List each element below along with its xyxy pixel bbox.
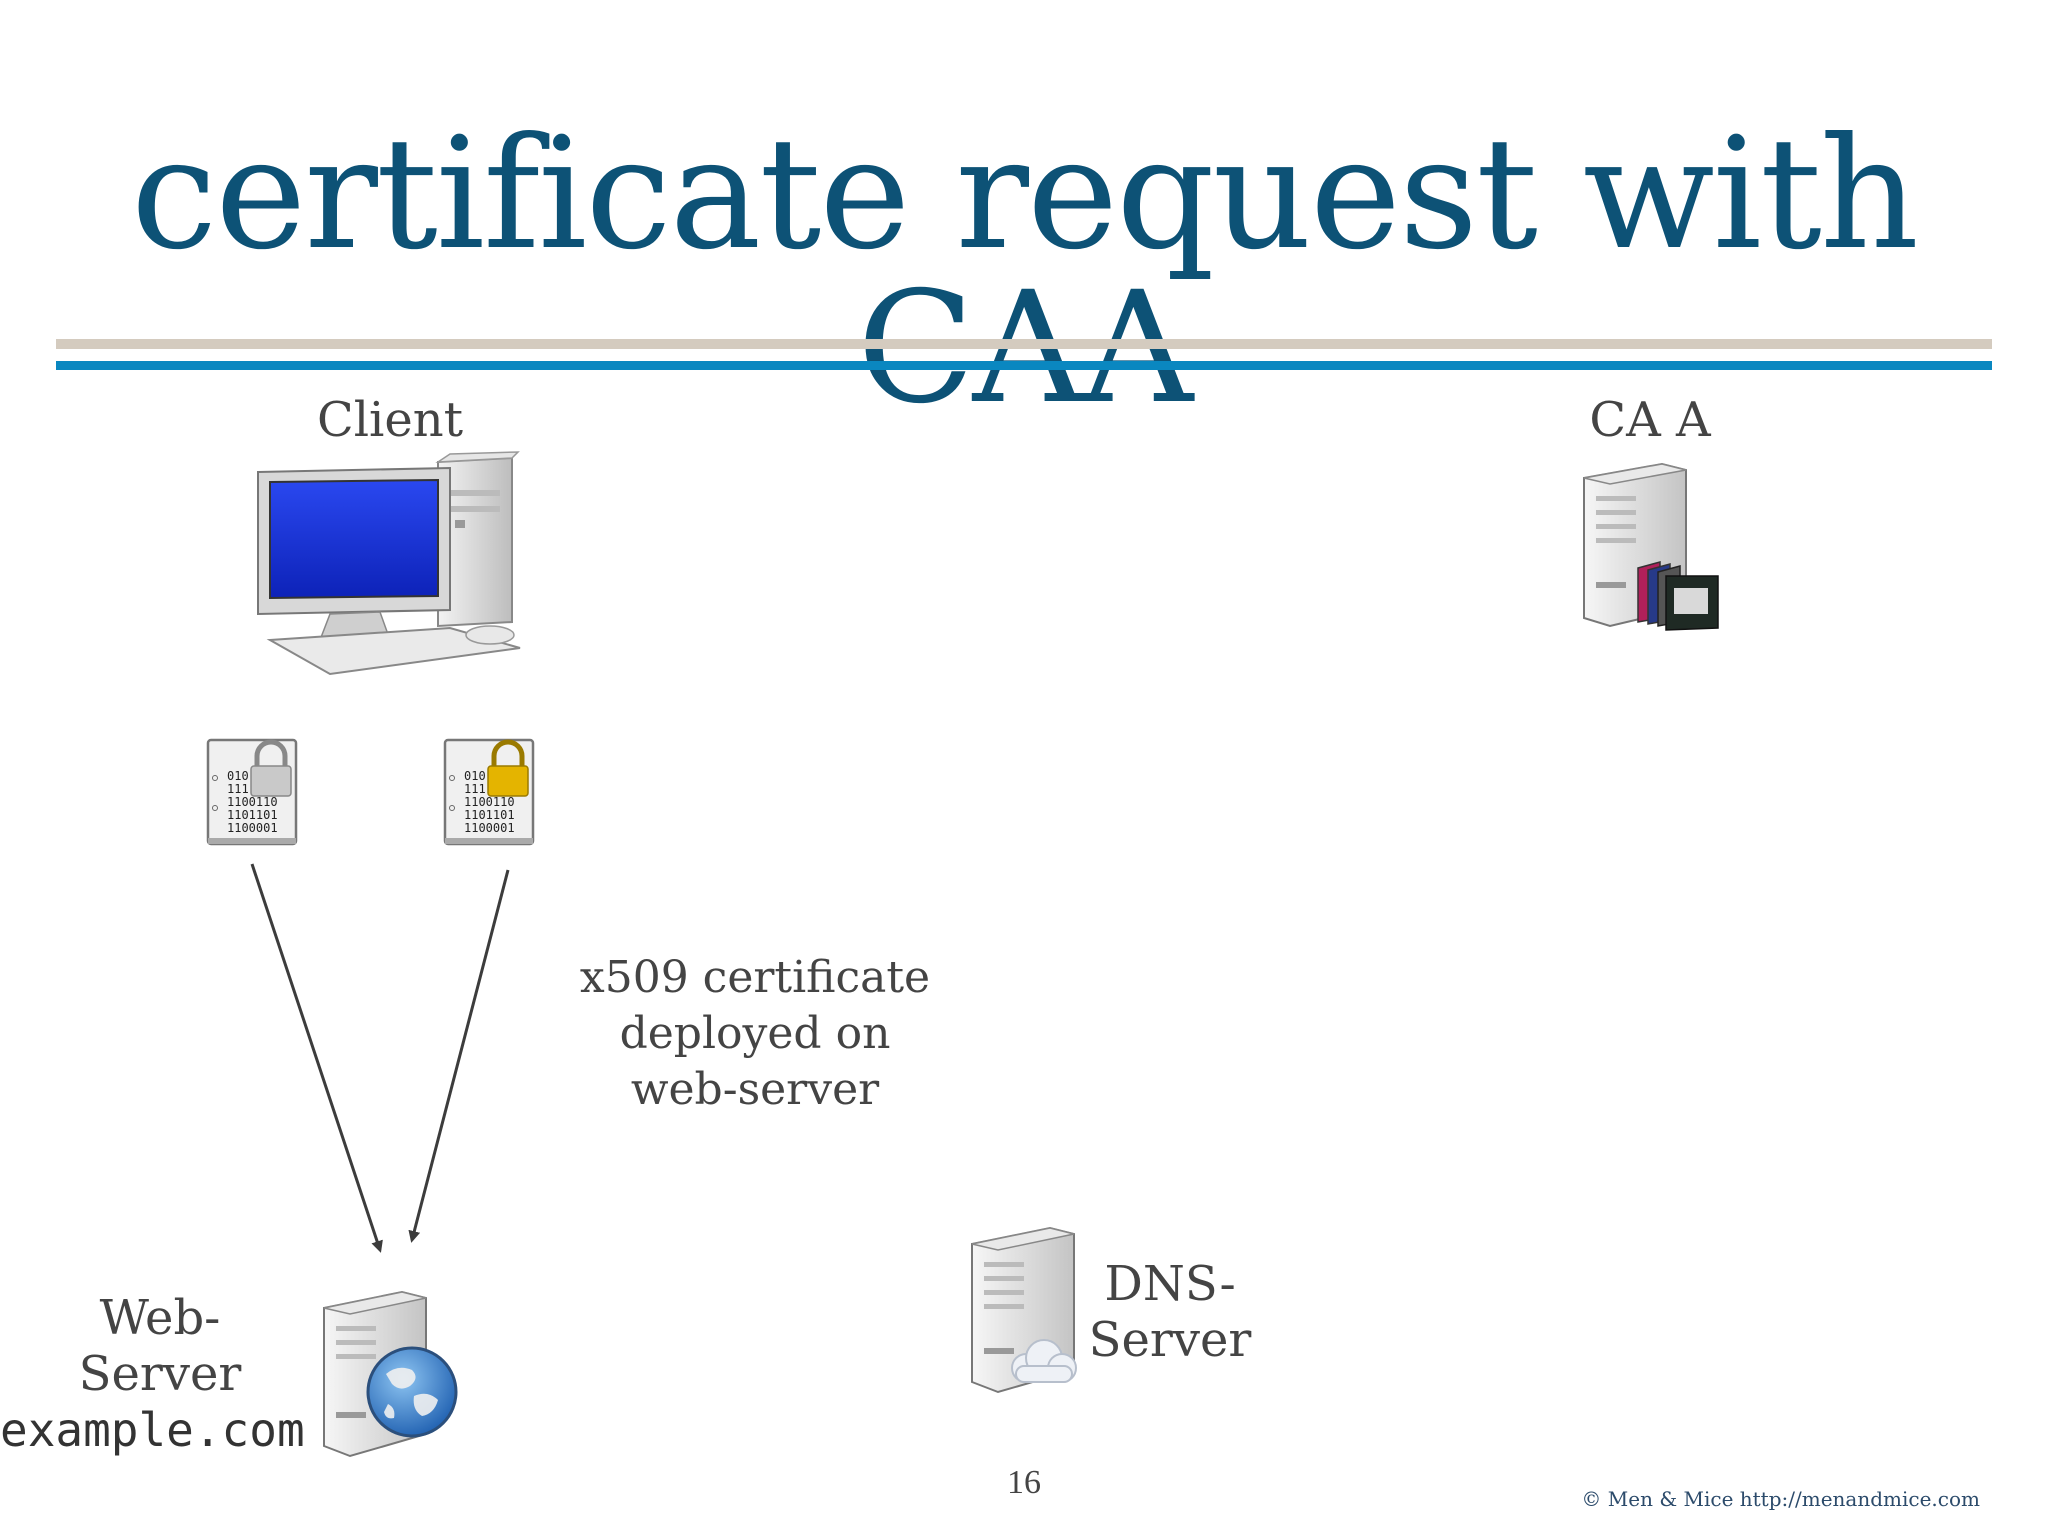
- webserver-domain: example.com: [0, 1403, 305, 1457]
- cert-line-4: 1101101: [464, 808, 515, 822]
- webserver-label: Web- Server: [60, 1290, 260, 1402]
- certificate-text-line-2: deployed on: [619, 1008, 891, 1059]
- webserver-label-line-2: Server: [78, 1346, 242, 1402]
- cert-line-3: 1100110: [227, 795, 278, 809]
- certificate-text-line-1: x509 certificate: [579, 952, 931, 1003]
- cert-line-2: 111: [464, 782, 486, 796]
- arrow-gray-cert-to-webserver: [250, 863, 383, 1253]
- cert-line-1: 010: [227, 769, 249, 783]
- ca-label: CA A: [1589, 392, 1711, 448]
- client-label: Client: [316, 392, 464, 448]
- cert-line-3: 1100110: [464, 795, 515, 809]
- title-rule-beige: [56, 339, 1992, 349]
- title-rule-blue: [56, 361, 1992, 370]
- webserver-label-line-1: Web-: [99, 1290, 221, 1346]
- server-with-folders-icon: [1583, 462, 1719, 631]
- page-number: 16: [1007, 1464, 1041, 1501]
- footer-copyright: © Men & Mice http://menandmice.com: [1581, 1487, 1980, 1511]
- certificate-gray-lock-icon: 010 111 1100110 1101101 1100001: [206, 738, 298, 846]
- dns-server-label: DNS- Server: [1080, 1256, 1260, 1368]
- server-globe-icon: [323, 1290, 458, 1458]
- certificate-text-line-3: web-server: [630, 1064, 880, 1115]
- dns-label-line-1: DNS-: [1104, 1256, 1236, 1312]
- certificate-deployed-text: x509 certificate deployed on web-server: [560, 950, 950, 1118]
- cert-line-5: 1100001: [464, 821, 515, 835]
- certificate-gold-lock-icon: 010 111 1100110 1101101 1100001: [443, 738, 535, 846]
- dns-label-line-2: Server: [1088, 1312, 1252, 1368]
- cert-line-4: 1101101: [227, 808, 278, 822]
- cert-line-5: 1100001: [227, 821, 278, 835]
- desktop-computer-icon: [257, 451, 521, 676]
- server-cloud-icon: [971, 1226, 1077, 1394]
- arrow-gold-cert-to-webserver: [408, 869, 510, 1243]
- cert-line-2: 111: [227, 782, 249, 796]
- cert-line-1: 010: [464, 769, 486, 783]
